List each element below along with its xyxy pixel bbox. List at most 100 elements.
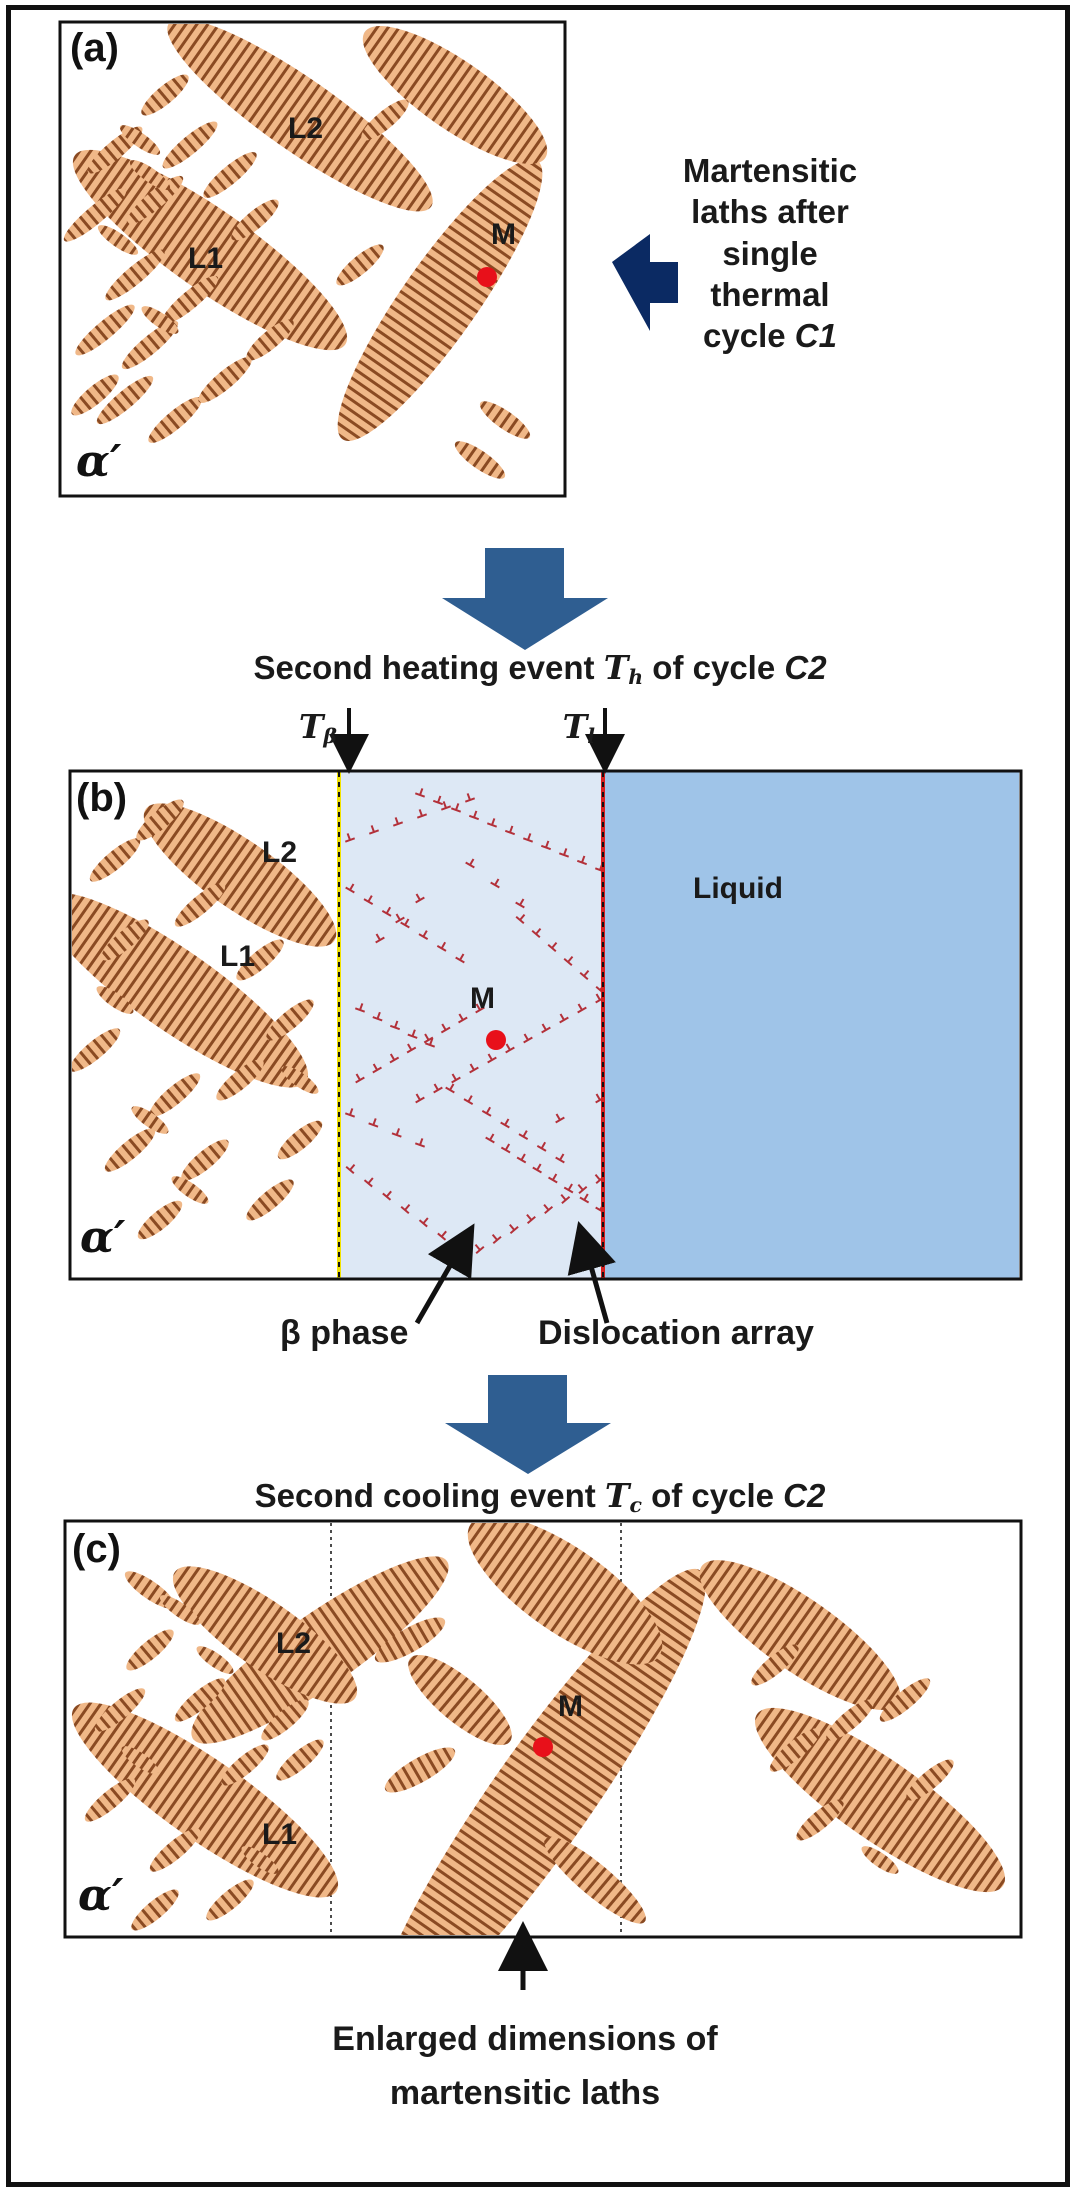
liquid-region [603, 772, 1019, 1278]
martensite-lath [241, 1846, 279, 1874]
lath-label-l2-a: L2 [288, 112, 324, 145]
side-caption-cycle-word: cycle [703, 317, 786, 354]
dislocation-mark [436, 941, 447, 952]
martensite-lath [336, 244, 384, 286]
bottom-caption: Enlarged dimensions of martensitic laths [200, 2012, 850, 2121]
phase-symbol-c: α′ [78, 1870, 124, 1921]
martensite-lath [879, 1678, 931, 1722]
martensite-lath [374, 1617, 446, 1663]
t-l-label: Tl [540, 706, 595, 750]
martensite-lath [162, 121, 218, 169]
dislocation-mark [563, 955, 574, 966]
martensite-lath [96, 375, 154, 425]
panel-b-label: (b) [76, 776, 128, 820]
martensite-lath [171, 1176, 209, 1204]
martensite-lath [104, 1128, 156, 1172]
dislocation-mark [563, 1183, 574, 1194]
dislocation-mark [531, 927, 542, 938]
martensite-lath [216, 1059, 264, 1101]
bottom-caption-line-2: martensitic laths [389, 2074, 661, 2113]
t-beta-subscript: β [323, 724, 337, 749]
dislocation-mark [395, 913, 405, 924]
dislocation-mark [363, 1177, 374, 1188]
martensite-lath [246, 1179, 294, 1221]
panel-b [68, 769, 1023, 1281]
point-m-a [477, 267, 497, 287]
martensite-lath [221, 1744, 269, 1786]
cooling-step-caption: Second cooling event Tc of cycle C2 [40, 1475, 1040, 1519]
dislocation-mark [474, 1243, 485, 1254]
t-beta-symbol: T [298, 707, 324, 746]
dislocation-mark [555, 1153, 565, 1164]
martensite-lath [97, 225, 139, 255]
dislocation-mark [458, 1013, 468, 1024]
heating-prefix: Second heating event [253, 649, 604, 686]
lath-l1 [72, 149, 348, 351]
dislocation-arrow-icon [567, 1220, 616, 1324]
cooling-subscript: c [629, 1493, 642, 1518]
dislocation-mark [518, 1130, 529, 1141]
martensite-lath [906, 1759, 954, 1801]
lath-l2 [167, 24, 433, 212]
martensite-lath [84, 1778, 136, 1822]
dislocation-mark [415, 893, 425, 904]
side-caption-line-3: single [722, 234, 818, 272]
heating-step-caption: Second heating event Th of cycle C2 [40, 647, 1040, 691]
dislocation-mark [432, 795, 444, 806]
point-m-c [533, 1737, 553, 1757]
cooling-mid: of cycle [641, 1477, 784, 1514]
dislocation-mark [505, 1043, 515, 1054]
martensite-lath [63, 188, 127, 242]
beta-phase-label: β phase [280, 1314, 409, 1352]
lath-label-l1-c: L1 [262, 1818, 298, 1851]
cooling-symbol: T [604, 1476, 630, 1515]
beta-phase-arrow-icon [414, 1223, 475, 1325]
dislocation-mark [465, 858, 475, 869]
dislocation-mark [414, 1138, 426, 1148]
martensite-lath [231, 199, 279, 241]
dislocation-mark [560, 1193, 571, 1204]
martensite-lath [861, 1846, 899, 1874]
dislocation-mark [577, 1183, 588, 1194]
lath-large-2 [467, 1523, 663, 1665]
phase-symbol-b: α′ [80, 1212, 126, 1263]
dislocation-mark [491, 1233, 502, 1244]
martensite-lath [172, 1566, 358, 1704]
martensite-lath [276, 1739, 324, 1781]
dislocation-mark [451, 1073, 461, 1084]
heating-subscript: h [628, 665, 644, 690]
dislocation-mark [515, 913, 526, 924]
dislocation-mark [555, 1113, 565, 1124]
dislocation-mark [468, 810, 480, 821]
dislocation-mark [391, 1128, 402, 1138]
side-caption-line-5: cycle C1 [650, 315, 890, 356]
dislocation-mark [418, 1217, 429, 1228]
martensite-lath [148, 397, 202, 443]
point-m-b [486, 1030, 506, 1050]
dislocation-mark [389, 1020, 401, 1031]
dislocation-mark [372, 1011, 383, 1022]
dislocation-mark [440, 1023, 451, 1034]
lath-label-l2-b: L2 [262, 836, 298, 869]
dislocation-mark [543, 1203, 554, 1214]
lath-label-l1-a: L1 [188, 242, 224, 275]
martensite-lath [266, 999, 314, 1041]
dislocation-mark [516, 1153, 527, 1164]
dislocation-mark [526, 1213, 536, 1224]
point-label-m-a: M [491, 218, 516, 251]
dislocation-mark [354, 1003, 366, 1013]
navy-arrow-icon [612, 234, 678, 331]
martensite-lath [261, 1699, 309, 1741]
martensite-lath [826, 1699, 874, 1741]
panel-c-label: (c) [72, 1527, 121, 1571]
martensite-lath [129, 160, 171, 190]
dislocation-mark [464, 793, 476, 803]
martensite-lath [544, 1836, 646, 1924]
lath-label-l1-b: L1 [220, 940, 256, 973]
dislocation-mark [344, 1108, 356, 1118]
dislocation-mark [345, 1163, 356, 1174]
martensite-lath [75, 304, 135, 356]
dislocation-mark [418, 930, 429, 941]
martensite-lath [246, 319, 294, 361]
dislocation-mark [579, 1193, 590, 1204]
